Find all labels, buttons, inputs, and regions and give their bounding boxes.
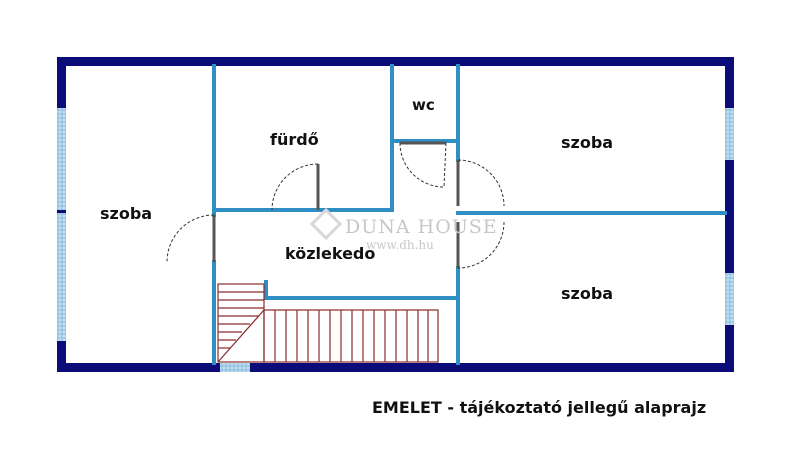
- room-label-furdo: fürdő: [270, 130, 319, 149]
- outer-wall-bottom: [57, 363, 734, 372]
- window-bottom: [220, 363, 250, 372]
- door-bathroom: [271, 163, 320, 211]
- room-label-kozlekedo: közlekedo: [285, 244, 375, 263]
- outer-wall-top: [57, 57, 734, 66]
- door-left-room: [166, 214, 216, 263]
- watermark-brand: DUNA HOUSE: [345, 216, 498, 238]
- plan-caption: EMELET - tájékoztató jellegű alaprajz: [372, 398, 707, 417]
- room-label-wc: wc: [412, 96, 435, 114]
- watermark-logo-icon: [309, 207, 343, 241]
- watermark-url: www.dh.hu: [366, 238, 434, 252]
- inner-walls: [212, 64, 727, 365]
- room-label-szoba-top-right: szoba: [561, 133, 613, 152]
- floor-plan: DUNA HOUSE www.dh.hu szoba fürdő wc szob…: [57, 57, 734, 372]
- stair-outline: [217, 283, 265, 363]
- stair-diagonal: [217, 309, 265, 363]
- watermark: DUNA HOUSE www.dh.hu: [309, 207, 498, 252]
- stairs: [217, 283, 439, 363]
- window-left-lower: [57, 213, 66, 341]
- door-wc: [399, 141, 447, 188]
- room-label-szoba-left: szoba: [100, 204, 152, 223]
- doors: [166, 141, 505, 269]
- room-label-szoba-bottom-right: szoba: [561, 284, 613, 303]
- window-left-upper: [57, 108, 66, 210]
- window-right-upper: [725, 108, 734, 160]
- windows: [57, 108, 734, 372]
- outer-wall-right: [725, 57, 734, 372]
- door-bottom-right-room: [456, 221, 505, 269]
- window-right-lower: [725, 273, 734, 325]
- door-top-right-room: [456, 159, 505, 207]
